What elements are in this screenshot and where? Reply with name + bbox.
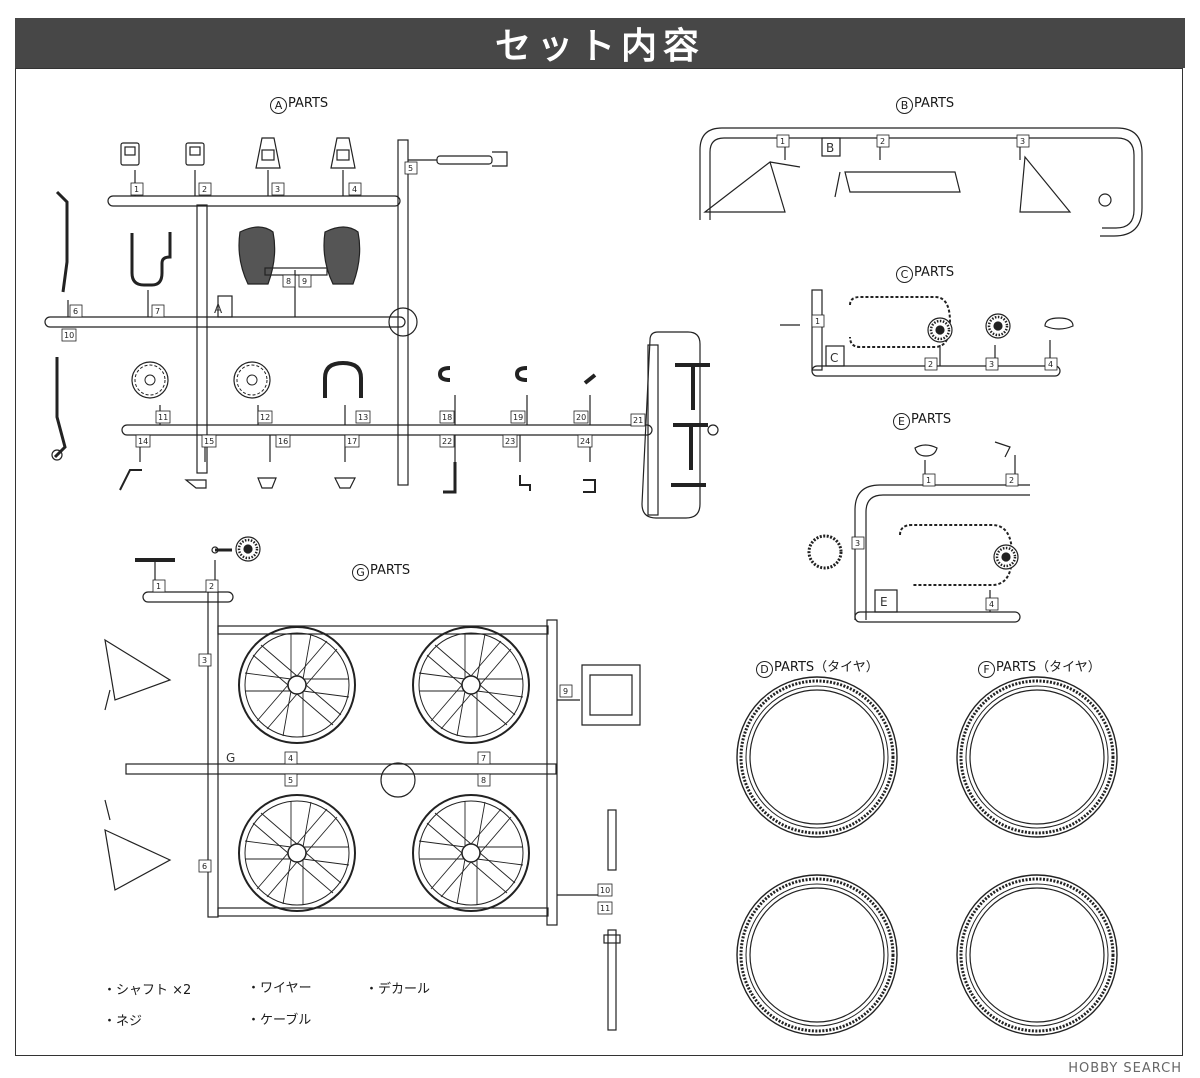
svg-text:5: 5: [408, 164, 413, 173]
svg-text:E: E: [880, 595, 888, 609]
svg-text:2: 2: [1009, 476, 1014, 485]
note-shaft: ・シャフト ×2: [103, 983, 192, 998]
svg-text:9: 9: [302, 277, 307, 286]
note-decal: ・デカール: [365, 982, 431, 997]
svg-text:1: 1: [134, 185, 139, 194]
title-bar: セット内容: [15, 18, 1185, 68]
svg-text:2: 2: [928, 360, 933, 369]
svg-text:8: 8: [481, 776, 486, 785]
svg-text:11: 11: [158, 413, 168, 422]
svg-text:1: 1: [780, 137, 785, 146]
svg-text:3: 3: [855, 539, 860, 548]
note-wire: ・ワイヤー: [247, 981, 312, 996]
svg-text:20: 20: [576, 413, 586, 422]
wheel-g-3: [238, 794, 356, 912]
svg-text:3: 3: [989, 360, 994, 369]
svg-text:4: 4: [288, 754, 293, 763]
svg-text:4: 4: [989, 600, 994, 609]
svg-text:7: 7: [481, 754, 486, 763]
svg-text:24: 24: [580, 437, 590, 446]
svg-text:12: 12: [260, 413, 270, 422]
wheel-g-1: [238, 626, 356, 744]
watermark: HOBBY SEARCH: [1068, 1061, 1182, 1076]
svg-text:18: 18: [442, 413, 452, 422]
svg-text:9: 9: [563, 687, 568, 696]
svg-text:5: 5: [288, 776, 293, 785]
svg-text:1: 1: [926, 476, 931, 485]
svg-text:6: 6: [73, 307, 78, 316]
svg-text:3: 3: [275, 185, 280, 194]
note-cable: ・ケーブル: [247, 1013, 312, 1028]
svg-text:14: 14: [138, 437, 148, 446]
sprue-a: [44, 139, 701, 519]
part-numbers-e: 1 2 3 4 E: [851, 473, 1019, 611]
svg-text:3: 3: [202, 656, 207, 665]
svg-text:G: G: [226, 751, 235, 765]
svg-text:A: A: [214, 302, 223, 316]
svg-text:4: 4: [352, 185, 357, 194]
part-numbers-b: 1 2 3 B: [776, 134, 1030, 155]
tire-d-1: [735, 675, 899, 839]
svg-text:16: 16: [278, 437, 288, 446]
svg-text:3: 3: [1020, 137, 1025, 146]
svg-text:2: 2: [209, 582, 214, 591]
svg-text:1: 1: [156, 582, 161, 591]
svg-text:2: 2: [880, 137, 885, 146]
tire-d-2: [735, 873, 899, 1037]
parts-a: [51, 137, 719, 494]
svg-text:6: 6: [202, 862, 207, 871]
svg-text:10: 10: [600, 886, 610, 895]
svg-text:B: B: [826, 141, 834, 155]
content-frame: [15, 68, 1183, 1056]
svg-text:8: 8: [286, 277, 291, 286]
tire-f-1: [955, 675, 1119, 839]
tire-f-2: [955, 873, 1119, 1037]
wheel-g-2: [412, 626, 530, 744]
svg-text:17: 17: [347, 437, 357, 446]
svg-text:21: 21: [633, 416, 643, 425]
svg-text:1: 1: [815, 317, 820, 326]
svg-text:7: 7: [155, 307, 160, 316]
svg-text:15: 15: [204, 437, 214, 446]
svg-text:19: 19: [513, 413, 523, 422]
svg-text:11: 11: [600, 904, 610, 913]
wheel-g-4: [412, 794, 530, 912]
part-numbers-c: 1 2 3 4 C: [811, 314, 1058, 371]
svg-text:C: C: [830, 351, 838, 365]
part-numbers-g: 1 2 3 4 5 6 7 8 9 10 11 G: [152, 579, 613, 915]
note-screw: ・ネジ: [103, 1014, 143, 1029]
part-numbers-a: 1 2 3 4 5 6 7 8 9 10 11 12 13 14 15 16 1…: [61, 161, 646, 448]
page-title: セット内容: [494, 26, 705, 67]
svg-text:22: 22: [442, 437, 452, 446]
svg-text:4: 4: [1048, 360, 1053, 369]
svg-text:13: 13: [358, 413, 368, 422]
sprue-b: [699, 127, 1143, 237]
svg-text:23: 23: [505, 437, 515, 446]
sprue-g: [104, 535, 641, 1031]
svg-text:2: 2: [202, 185, 207, 194]
svg-text:10: 10: [64, 331, 74, 340]
sprue-e: [807, 441, 1030, 623]
